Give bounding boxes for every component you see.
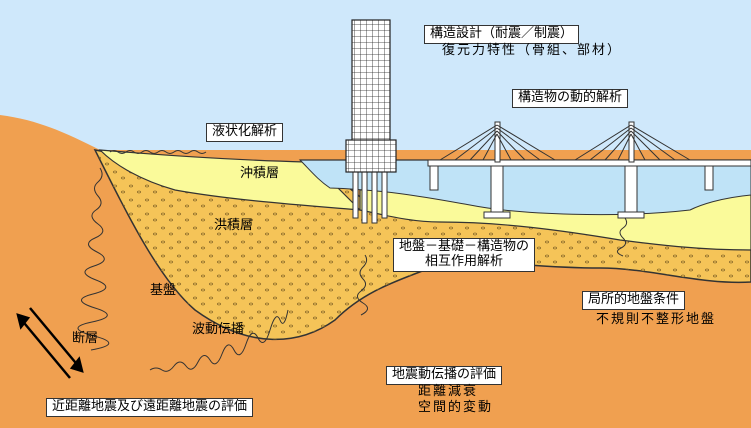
irregular-ground-label: 不規則不整形地盤 (596, 312, 717, 327)
wave-propagation-label: 波動伝播 (192, 322, 245, 337)
fault-line (77, 167, 110, 351)
alluvium-label: 沖積層 (240, 166, 280, 181)
wave-path (149, 309, 289, 372)
interaction-line-1: 地盤－基礎－構造物の (399, 239, 530, 254)
spatial-variation-label: 空間的変動 (418, 400, 494, 415)
local-site-label: 局所的地盤条件 (582, 291, 686, 310)
diluvium-fault (357, 254, 368, 316)
cable-stayed-bridge (427, 121, 751, 219)
liquefaction-label: 液状化解析 (206, 123, 284, 142)
restoring-force-label: 復元力特性（骨組、部材） (442, 43, 623, 58)
fault-arrows (16, 307, 84, 379)
high-rise-building (351, 19, 391, 161)
water-body (298, 159, 751, 216)
dynamic-analysis-label: 構造物の動的解析 (512, 89, 629, 108)
fault-label: 断層 (72, 331, 99, 346)
attenuation-label: 距離減衰 (418, 384, 479, 399)
interaction-line-2: 相互作用解析 (425, 253, 504, 269)
diluvium-label: 洪積層 (214, 218, 254, 233)
bedrock-label: 基盤 (150, 283, 177, 298)
interaction-analysis-label: 地盤－基礎－構造物の 相互作用解析 (393, 238, 536, 272)
near-far-eval-label: 近距離地震及び遠距離地震の評価 (46, 398, 254, 417)
ground-fault-right (617, 217, 628, 257)
water-ripple (109, 150, 207, 154)
structural-design-label: 構造設計（耐震／制震） (424, 25, 580, 44)
ground-motion-eval-label: 地震動伝播の評価 (386, 366, 503, 385)
